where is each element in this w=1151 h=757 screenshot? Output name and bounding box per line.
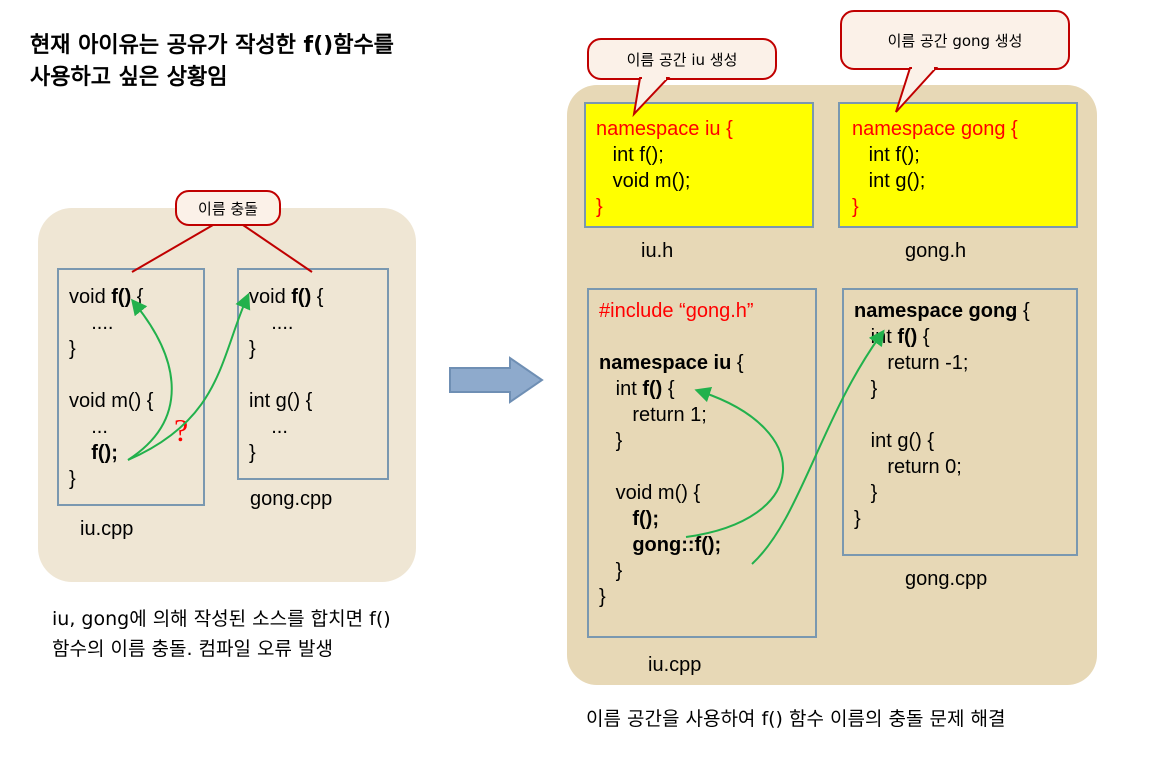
left-gong-cpp-box: void f() { .... } int g() { ... } (237, 268, 389, 480)
left-call-to-iu-f-arrow (127, 298, 173, 461)
right-iu-cpp-caption: iu.cpp (648, 654, 702, 676)
left-iu-cpp-box: void f() { .... } void m() { ... f(); } (57, 268, 205, 506)
right-iu-cpp-box: #include “gong.h” namespace iu { int f()… (587, 288, 817, 638)
gong-callout-tail (895, 67, 939, 113)
left-iu-cpp-caption: iu.cpp (80, 518, 134, 540)
name-collision-callout: 이름 충돌 (175, 190, 281, 226)
iu-f-call-arrow (685, 386, 785, 538)
namespace-gong-callout: 이름 공간 gong 생성 (840, 10, 1070, 70)
collision-pointer-lines (131, 224, 313, 273)
bottom-note: 이름 공간을 사용하여 f() 함수 이름의 충돌 문제 해결 (586, 708, 1006, 730)
gong-h-caption: gong.h (905, 240, 967, 262)
namespace-iu-callout: 이름 공간 iu 생성 (587, 38, 777, 80)
left-note: iu, gong에 의해 작성된 소스를 합치면 f() 함수의 이름 충돌. … (52, 608, 391, 660)
iu-h-box: namespace iu { int f(); void m(); } (584, 102, 814, 228)
iu-h-caption: iu.h (641, 240, 674, 262)
transition-arrow-icon (449, 356, 544, 404)
left-gong-cpp-caption: gong.cpp (250, 488, 333, 510)
right-gong-cpp-caption: gong.cpp (905, 568, 988, 590)
gong-f-call-arrow (751, 329, 885, 565)
page-title: 현재 아이유는 공유가 작성한 f()함수를 사용하고 싶은 상황임 (30, 33, 394, 90)
gong-h-box: namespace gong { int f(); int g(); } (838, 102, 1078, 228)
left-call-to-gong-f-arrow (127, 292, 251, 461)
question-mark: ? (174, 412, 189, 448)
left-panel (38, 208, 416, 582)
iu-callout-tail (632, 77, 671, 118)
